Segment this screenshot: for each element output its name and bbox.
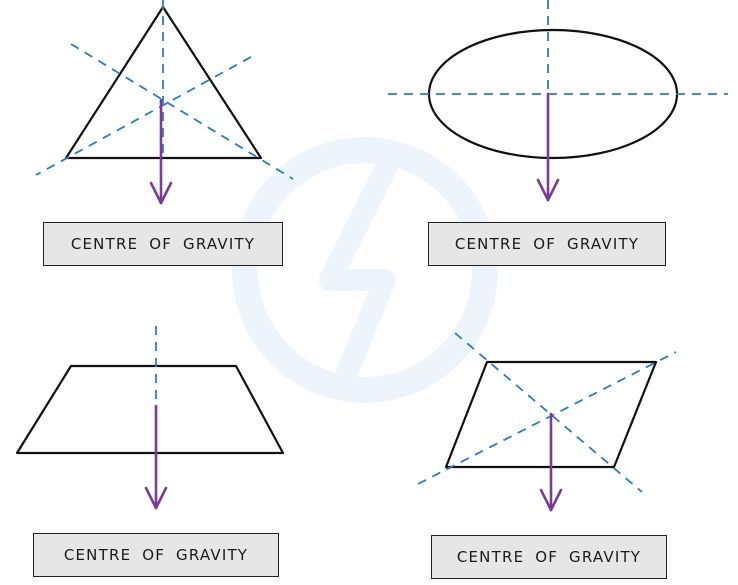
parallelogram-shape (444, 360, 658, 469)
label-text: CENTRE OF GRAVITY (454, 235, 640, 253)
weight-arrow (149, 98, 173, 205)
label-box: CENTRE OF GRAVITY (428, 222, 666, 266)
label-box: CENTRE OF GRAVITY (33, 533, 279, 577)
label-box: CENTRE OF GRAVITY (43, 222, 283, 266)
label-text: CENTRE OF GRAVITY (70, 235, 256, 253)
weight-arrow (539, 412, 563, 512)
trapezium-panel (15, 326, 285, 510)
parallelogram-panel (417, 332, 677, 512)
triangle-panel (35, 0, 294, 205)
label-box: CENTRE OF GRAVITY (431, 535, 667, 579)
diagonal-line-1 (454, 332, 643, 493)
triangle-shape (64, 5, 263, 160)
weight-arrow (144, 404, 168, 510)
symmetry-line-right (35, 56, 252, 176)
diagonal-line-2 (417, 351, 677, 485)
symmetry-line-left (70, 43, 294, 180)
ellipse-panel (388, 0, 728, 202)
trapezium-shape (15, 364, 285, 455)
weight-arrow (536, 92, 560, 202)
label-text: CENTRE OF GRAVITY (456, 548, 642, 566)
watermark-logo (232, 137, 498, 403)
label-text: CENTRE OF GRAVITY (63, 546, 249, 564)
